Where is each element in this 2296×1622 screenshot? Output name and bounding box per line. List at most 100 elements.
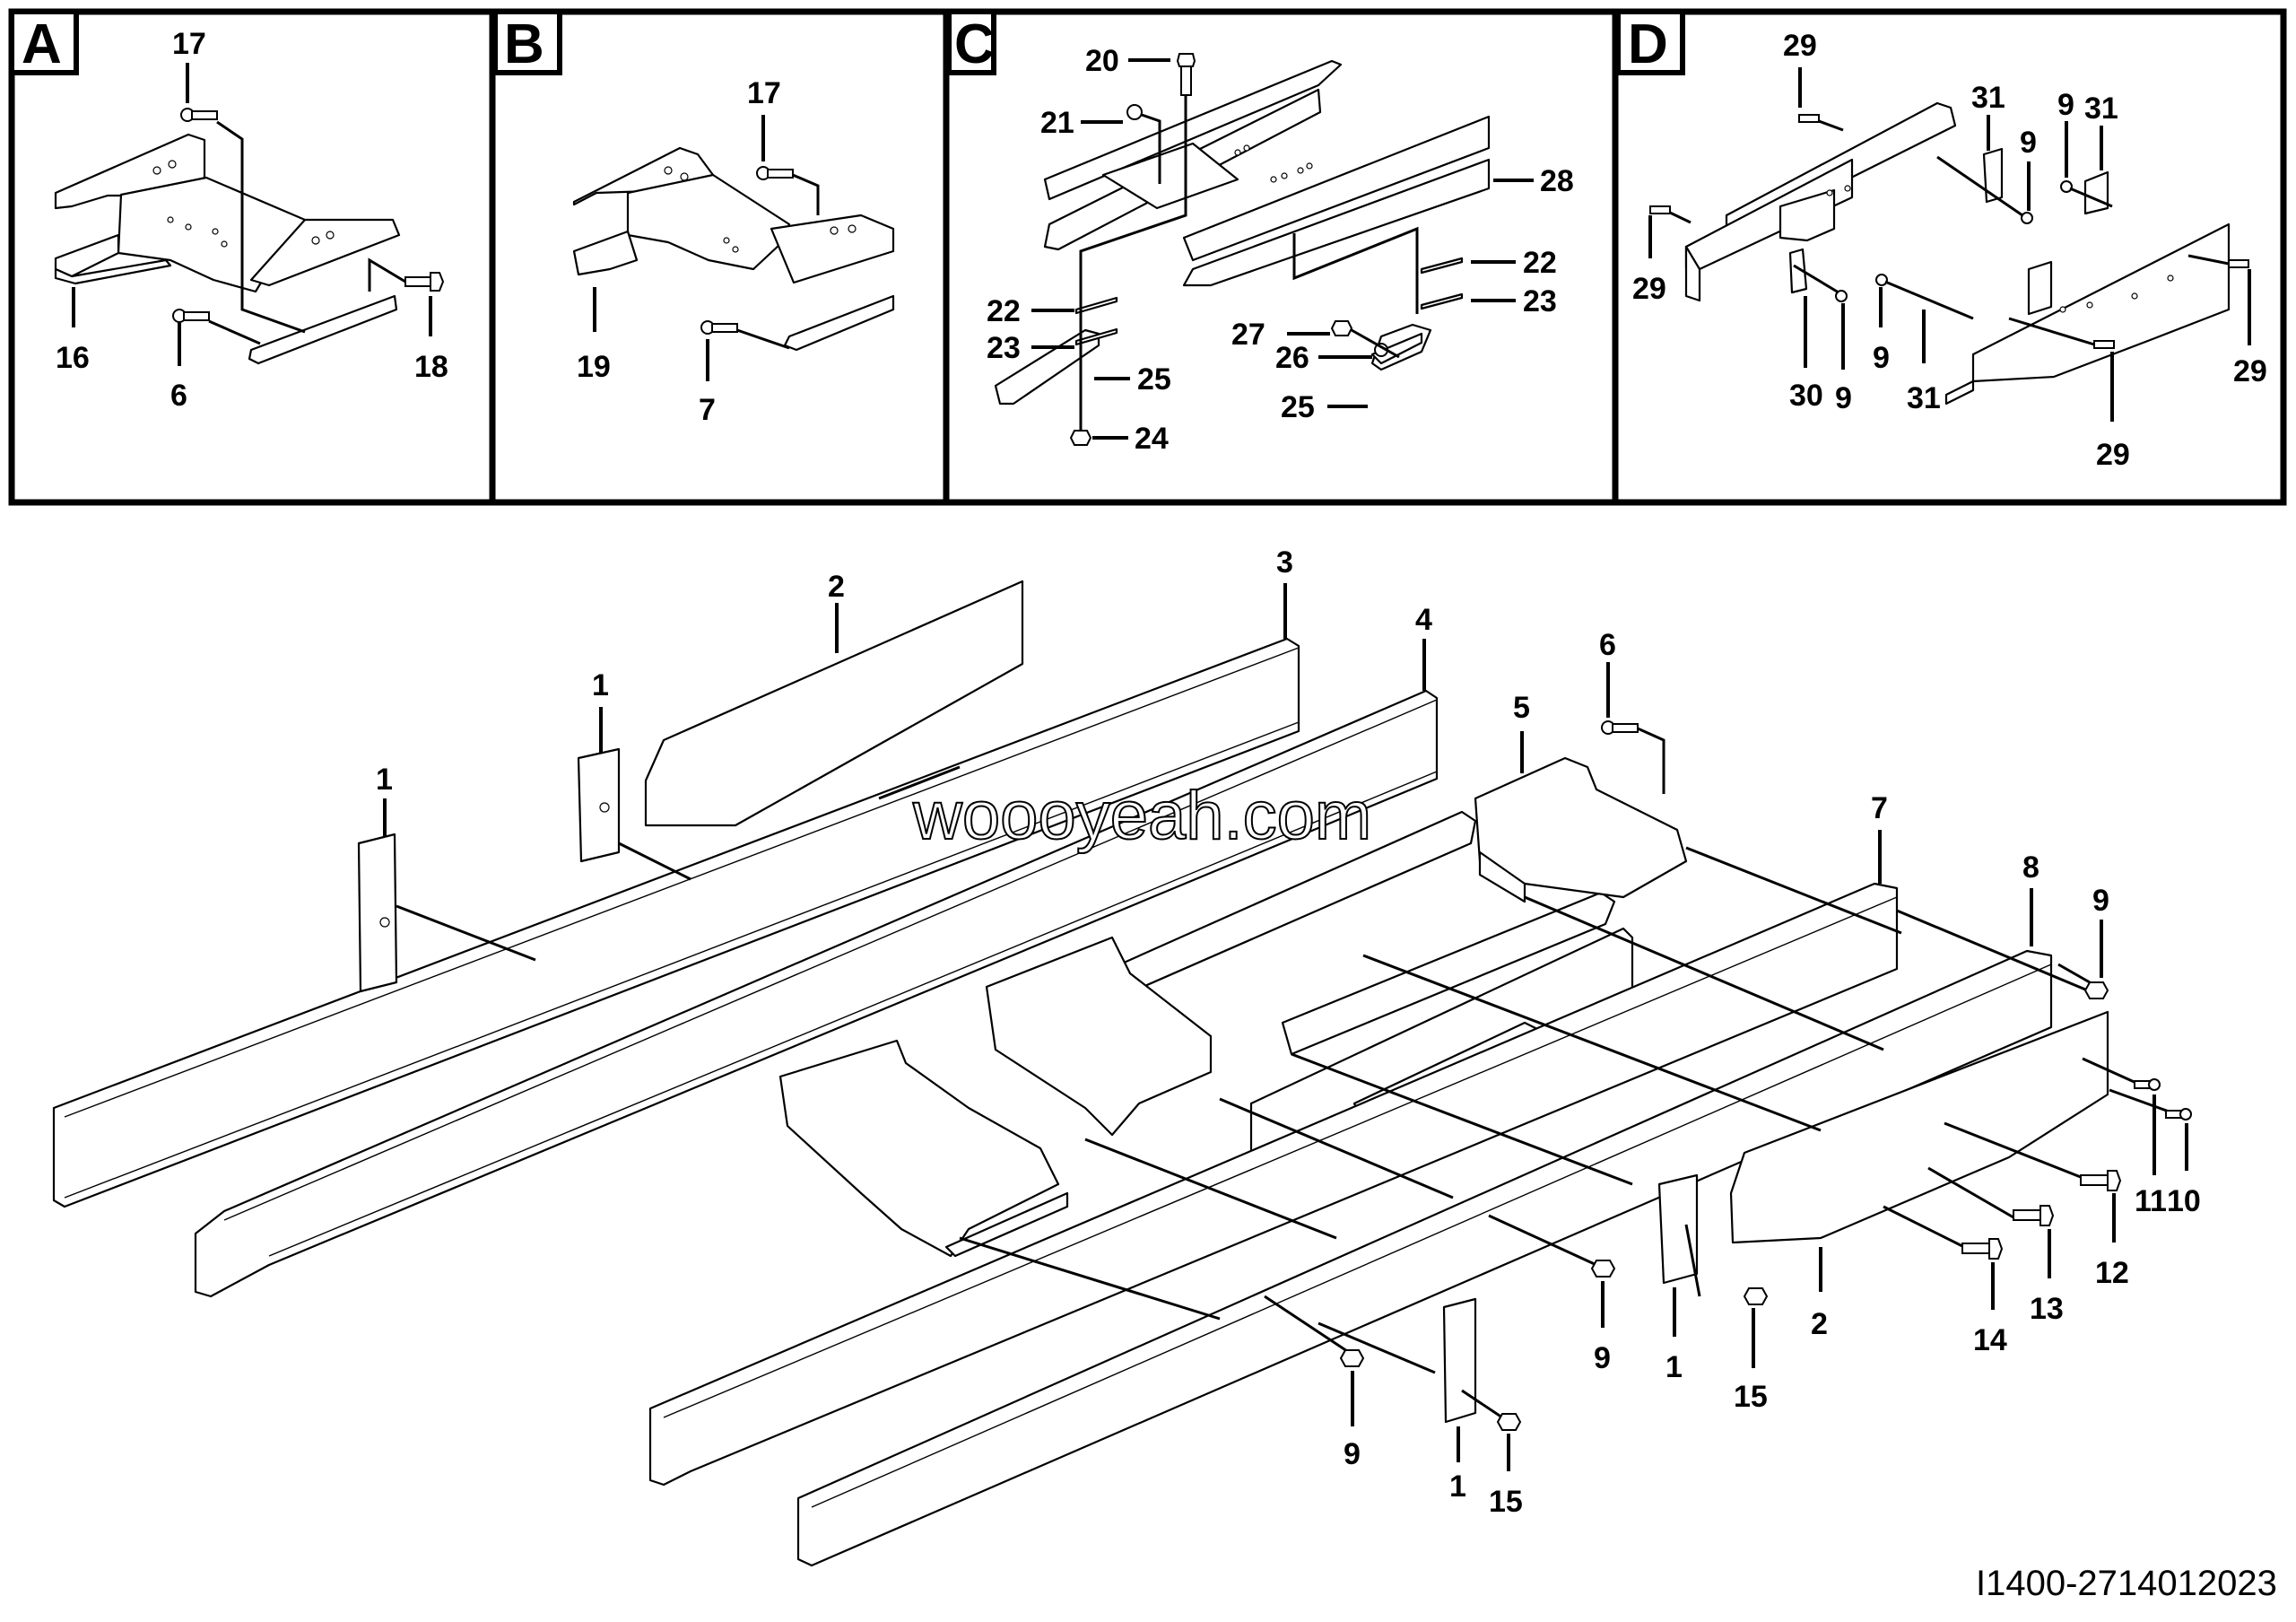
bracket-part-30 [1788,248,1808,294]
callout-1-bottom: 1 [1449,1469,1466,1504]
bracket-part-1 [357,747,621,993]
callout-29-left: 29 [1632,272,1666,306]
main-exploded-view: 1 1 2 3 4 5 6 7 8 9 10 11 12 13 [52,545,2201,1567]
callout-7: 7 [699,393,716,427]
crossmember-front [778,1039,1069,1258]
assembly-lines [959,846,2185,1419]
callout-8: 8 [2022,850,2039,885]
crossmember-part-19 [572,146,895,352]
callout-21: 21 [1040,106,1074,140]
callout-4: 4 [1415,603,1432,637]
panel-a: A [9,9,448,413]
side-rail-part-3 [52,637,1300,1208]
callout-2: 2 [828,570,845,604]
panel-tag-c: C [954,13,995,75]
panel-tag-box [1615,9,1685,75]
nut-21 [1126,104,1143,120]
assembly-line [618,842,691,881]
callout-22-right: 22 [1523,246,1557,280]
callout-7: 7 [1871,791,1888,825]
side-rail-part-4 [194,689,1439,1298]
nut-9 [1339,1349,1365,1367]
nut-9 [1590,1260,1616,1278]
callout-6: 6 [170,379,187,413]
callout-25-right: 25 [1281,390,1315,424]
panels-outer-frame [8,8,2287,506]
assembly-line [736,328,790,350]
nut-9 [2083,981,2109,999]
callout-18: 18 [414,350,448,384]
bolt-7 [700,320,738,335]
bolts-29 [1649,114,2249,349]
side-rail-part-8 [796,949,2053,1567]
crossmember-part-16 [54,133,401,365]
bracket-part-31 [1982,147,2109,316]
callout-5: 5 [1513,691,1530,725]
assembly-line [1669,211,1692,224]
callout-29-right: 29 [2233,354,2267,388]
nut-15 [1496,1413,1522,1431]
callout-9-d: 9 [1873,341,1890,375]
callout-1-right: 1 [1665,1350,1683,1384]
assembly-line [1351,328,1400,359]
nuts-9 [1835,180,2073,302]
callout-17: 17 [172,27,206,61]
fasteners [1339,981,2192,1431]
rear-frame-assembly [1684,101,2231,406]
callout-15-bottom: 15 [1489,1485,1523,1519]
callout-23-right: 23 [1523,284,1557,318]
callout-2-rear: 2 [1811,1307,1828,1341]
callout-28: 28 [1540,164,1574,198]
callout-9-right: 9 [2092,884,2109,918]
bolt-6 [1601,720,1639,735]
assembly-line [878,765,961,800]
main-callouts: 1 1 2 3 4 5 6 7 8 9 10 11 12 13 [376,545,2201,1519]
assembly-line [1079,197,1187,435]
callout-27: 27 [1231,318,1265,352]
callout-31-bottom: 31 [1907,381,1941,415]
shim-plates-22-23 [1074,257,1464,346]
callout-9-mid: 9 [1594,1341,1611,1375]
assembly-line [2008,317,2095,346]
nut-27 [1330,320,1353,336]
callout-12: 12 [2095,1256,2129,1290]
callout-3: 3 [1276,545,1293,580]
bolt-6 [172,309,210,323]
callout-6: 6 [1599,628,1616,662]
callout-9-c: 9 [1835,381,1852,415]
bolt-17 [180,108,218,122]
assembly-line [792,173,820,215]
bolt-11 [2134,1078,2161,1091]
callout-14: 14 [1973,1323,2007,1357]
callout-1-mid: 1 [592,668,609,702]
bolt-14 [1961,1238,2004,1260]
panel-tag-b: B [504,13,544,75]
callout-13: 13 [2030,1292,2064,1326]
callout-16: 16 [56,341,90,375]
assembly-line [1884,280,1974,320]
assembly-line [368,257,406,292]
callout-30: 30 [1789,379,1823,413]
assembly-line [1292,226,1419,314]
callout-29-top: 29 [1783,29,1817,63]
bolt-17 [756,166,794,180]
callout-15-right: 15 [1734,1380,1768,1414]
bolt-10 [2165,1108,2192,1121]
assembly-line [1818,119,1844,132]
bolt-20 [1176,53,1196,96]
reinforcement-plate-part-2 [644,580,1024,827]
top-panels [8,8,2287,506]
reinforcement-plate-part-2-rear [1729,1010,2109,1244]
callout-31-right: 31 [2084,92,2118,126]
callout-9-b: 9 [2057,88,2074,122]
bolt-13 [2013,1205,2055,1226]
bolt-18 [404,272,445,292]
callout-29-bottom: 29 [2096,438,2130,472]
assembly-line [396,904,536,962]
callout-19: 19 [577,350,611,384]
reference-code: I1400-2714012023 [1976,1564,2277,1603]
callout-20: 20 [1085,44,1119,78]
assembly-line [216,120,306,334]
callout-11: 11 [2135,1184,2167,1218]
bogie-frame-part-28 [1043,59,1491,287]
